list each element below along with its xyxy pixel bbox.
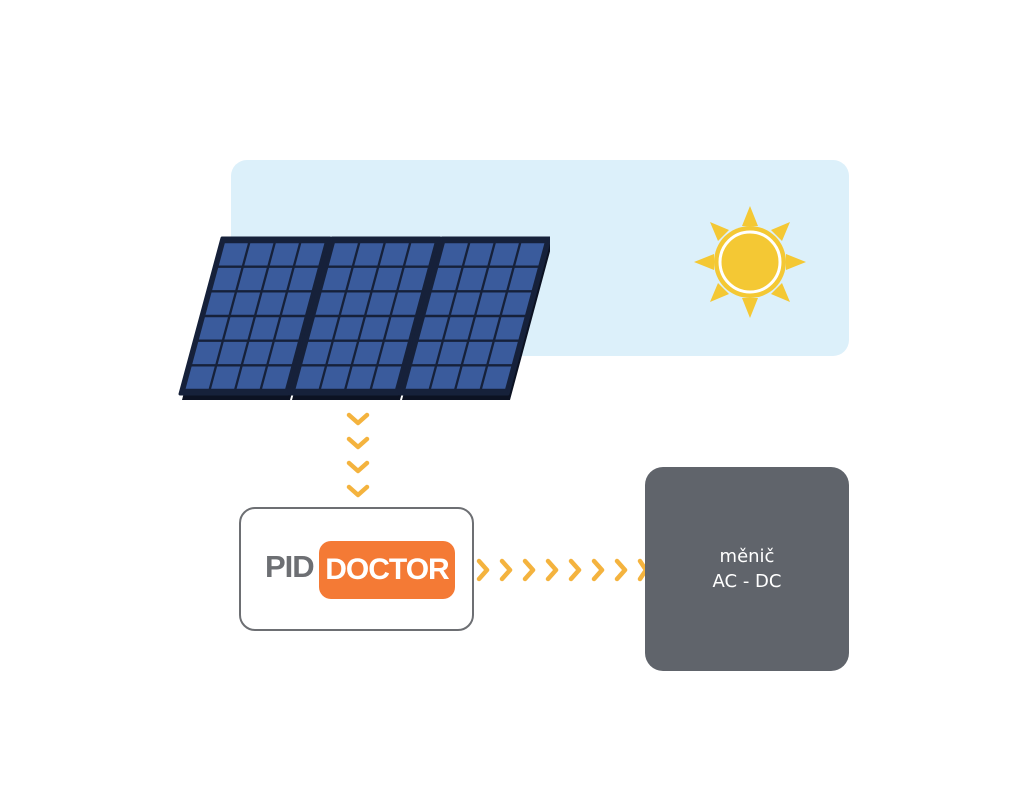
solar-cell <box>354 243 384 266</box>
chevron-icon <box>591 558 605 582</box>
solar-cell <box>185 366 215 389</box>
inverter-label: měnič <box>719 546 775 567</box>
solar-cell <box>295 243 325 266</box>
solar-cell <box>405 243 435 266</box>
solar-cell <box>347 267 377 291</box>
solar-cell <box>192 341 222 365</box>
solar-cell <box>379 243 409 266</box>
inverter-box: měnič AC - DC <box>645 467 849 671</box>
solar-cell <box>488 341 518 365</box>
solar-cell <box>302 341 332 365</box>
solar-cell <box>249 317 279 340</box>
solar-cell <box>476 292 506 315</box>
solar-cell <box>218 243 248 266</box>
solar-cell <box>308 317 338 340</box>
chevron-icon <box>568 558 582 582</box>
solar-cell <box>231 292 261 315</box>
right-arrows <box>476 558 646 582</box>
solar-cell <box>378 341 408 365</box>
solar-cell <box>398 267 428 291</box>
sun-icon <box>694 206 806 318</box>
solar-cell <box>243 341 273 365</box>
solar-cell <box>328 243 358 266</box>
solar-cell <box>456 366 486 389</box>
solar-cell <box>268 341 298 365</box>
solar-panel-icon <box>178 236 550 400</box>
solar-cell <box>315 292 345 315</box>
pid-doctor-box: PID DOCTOR <box>239 507 474 631</box>
chevron-icon <box>346 460 370 474</box>
solar-cell <box>334 317 364 340</box>
solar-cell <box>341 292 371 315</box>
solar-cell <box>321 366 351 389</box>
solar-cell <box>508 267 538 291</box>
solar-cell <box>392 292 422 315</box>
solar-cell <box>438 243 468 266</box>
solar-cell <box>288 267 318 291</box>
solar-cell <box>262 366 292 389</box>
solar-cell <box>495 317 525 340</box>
solar-cell <box>425 292 455 315</box>
chevron-icon <box>545 558 559 582</box>
solar-cell <box>502 292 532 315</box>
solar-cell <box>373 267 403 291</box>
chevron-icon <box>499 558 513 582</box>
solar-cell <box>444 317 474 340</box>
solar-cell <box>244 243 274 266</box>
solar-cell <box>437 341 467 365</box>
chevron-icon <box>637 558 646 582</box>
doctor-label: DOCTOR <box>319 541 455 599</box>
solar-cell <box>385 317 415 340</box>
solar-cell <box>282 292 312 315</box>
solar-cell <box>217 341 247 365</box>
solar-cell <box>451 292 481 315</box>
solar-cell <box>353 341 383 365</box>
solar-cell <box>198 317 228 340</box>
solar-cell <box>212 267 242 291</box>
chevron-icon <box>476 558 490 582</box>
solar-cell <box>366 292 396 315</box>
solar-cell <box>432 267 462 291</box>
solar-cell <box>205 292 235 315</box>
pid-label: PID <box>265 549 315 584</box>
solar-cell <box>269 243 299 266</box>
solar-cell <box>483 267 513 291</box>
solar-cell <box>463 341 493 365</box>
solar-cell <box>464 243 494 266</box>
chevron-icon <box>346 412 370 426</box>
solar-cell <box>372 366 402 389</box>
solar-cell <box>237 267 267 291</box>
solar-cell <box>489 243 519 266</box>
solar-cell <box>431 366 461 389</box>
solar-cell <box>359 317 389 340</box>
solar-cell <box>295 366 325 389</box>
solar-cell <box>327 341 357 365</box>
solar-cell <box>211 366 241 389</box>
solar-cell <box>346 366 376 389</box>
solar-cell <box>275 317 305 340</box>
solar-cell <box>482 366 512 389</box>
chevron-icon <box>346 484 370 498</box>
chevron-icon <box>522 558 536 582</box>
solar-cell <box>412 341 442 365</box>
solar-cell <box>515 243 545 266</box>
solar-cell <box>236 366 266 389</box>
chevron-icon <box>614 558 628 582</box>
solar-cell <box>224 317 254 340</box>
solar-cell <box>322 267 352 291</box>
inverter-type: AC - DC <box>712 571 782 592</box>
solar-cell <box>405 366 435 389</box>
chevron-icon <box>346 436 370 450</box>
solar-cell <box>469 317 499 340</box>
down-arrows <box>346 412 370 498</box>
solar-cell <box>457 267 487 291</box>
solar-cell <box>418 317 448 340</box>
solar-cell <box>263 267 293 291</box>
solar-cell <box>256 292 286 315</box>
